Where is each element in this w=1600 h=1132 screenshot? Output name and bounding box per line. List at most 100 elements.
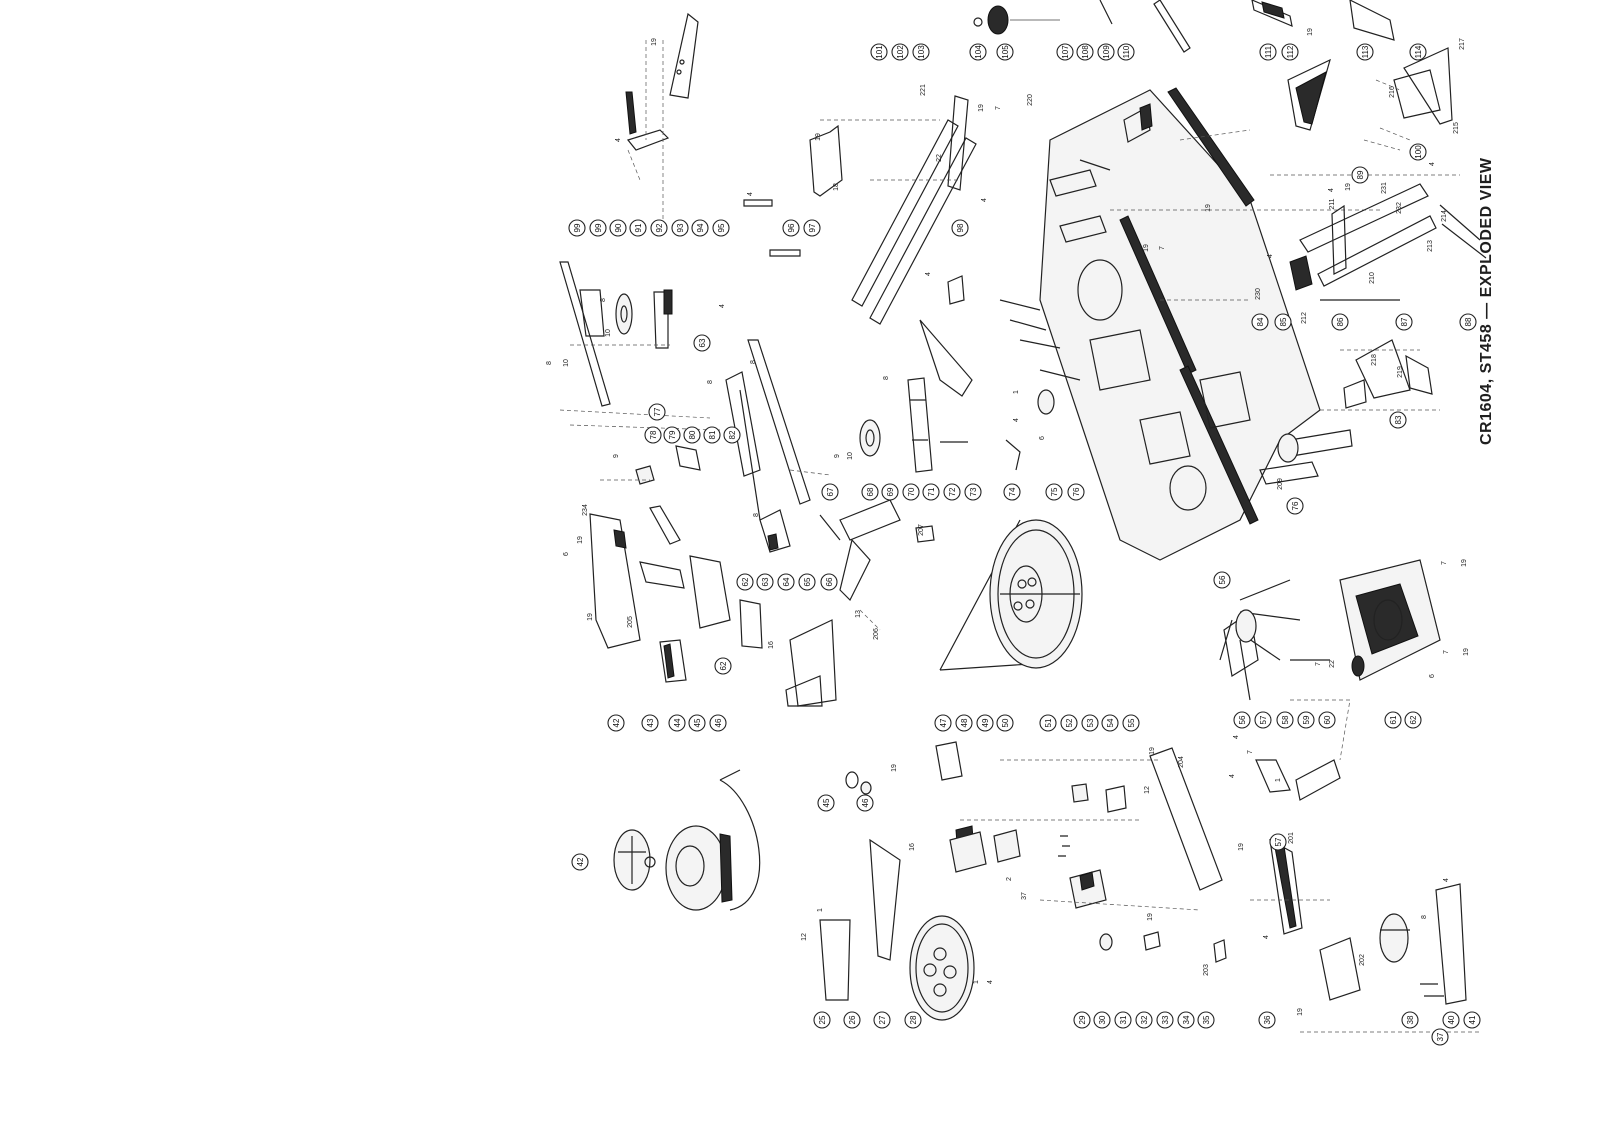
part-callout: 61 xyxy=(1384,711,1402,729)
part-label: 4 xyxy=(981,198,988,202)
callout-circle xyxy=(1003,483,1021,501)
part-callout: 101 xyxy=(870,43,888,61)
callout-circle xyxy=(820,573,838,591)
part-callout: 44 xyxy=(668,714,686,732)
callout-number: 91 xyxy=(634,223,643,232)
part-label: 219 xyxy=(1397,366,1404,378)
callout-circle xyxy=(1463,1011,1481,1029)
callout-number: 70 xyxy=(907,487,916,496)
lever-assembly-right xyxy=(1270,174,1487,411)
part-callout: 63 xyxy=(756,573,774,591)
callout-number: 102 xyxy=(896,45,905,59)
callout-number: 37 xyxy=(1436,1032,1445,1041)
callout-number: 51 xyxy=(1044,718,1053,727)
callout-circle xyxy=(1060,714,1078,732)
callout-number: 94 xyxy=(696,223,705,232)
callout-number: 99 xyxy=(573,223,582,232)
part-label: 4 xyxy=(719,304,726,308)
part-callout: 86 xyxy=(1331,313,1349,331)
callout-number: 49 xyxy=(981,718,990,727)
callout-circle xyxy=(1259,43,1277,61)
callout-circle xyxy=(1409,43,1427,61)
callout-circle xyxy=(1318,711,1336,729)
part-label: 19 xyxy=(1307,28,1314,36)
part-label: 19 xyxy=(891,764,898,772)
callout-number: 97 xyxy=(808,223,817,232)
callout-circle xyxy=(589,219,607,237)
part-callout: 87 xyxy=(1395,313,1413,331)
part-label: 214 xyxy=(1441,210,1448,222)
callout-circle xyxy=(1156,1011,1174,1029)
part-label: 215 xyxy=(1453,122,1460,134)
part-label: 9 xyxy=(613,454,620,458)
part-callout: 90 xyxy=(609,219,627,237)
callout-number: 33 xyxy=(1161,1015,1170,1024)
callout-number: 112 xyxy=(1286,45,1295,58)
callout-number: 87 xyxy=(1400,317,1409,326)
part-callout: 111 xyxy=(1259,43,1277,61)
callout-number: 57 xyxy=(1274,837,1283,846)
part-label: 18 xyxy=(833,183,840,191)
callout-number: 103 xyxy=(917,45,926,59)
callout-number: 77 xyxy=(653,407,662,416)
part-callout: 28 xyxy=(904,1011,922,1029)
callout-number: 57 xyxy=(1259,715,1268,724)
callout-number: 99 xyxy=(594,223,603,232)
callout-number: 34 xyxy=(1182,1015,1191,1024)
callout-number: 61 xyxy=(1389,715,1398,724)
callout-circle xyxy=(568,219,586,237)
callout-circle xyxy=(969,43,987,61)
callout-number: 84 xyxy=(1256,317,1265,326)
callout-number: 43 xyxy=(646,718,655,727)
clutch-drum xyxy=(613,769,761,911)
callout-circle xyxy=(1431,1028,1449,1046)
part-label: 1 xyxy=(817,908,824,912)
part-label: 22 xyxy=(936,154,943,162)
page-title: CR1604, ST458 — EXPLODED VIEW xyxy=(1478,157,1495,445)
callout-circle xyxy=(782,219,800,237)
part-callout: 57 xyxy=(1254,711,1272,729)
callout-number: 78 xyxy=(649,430,658,439)
part-label: 220 xyxy=(1027,94,1034,106)
callout-circle xyxy=(904,1011,922,1029)
callout-circle xyxy=(1409,143,1427,161)
callout-number: 30 xyxy=(1098,1015,1107,1024)
part-callout: 68 xyxy=(861,483,879,501)
callout-circle xyxy=(798,573,816,591)
callout-circle xyxy=(951,219,969,237)
callout-number: 58 xyxy=(1281,715,1290,724)
part-callout: 88 xyxy=(1459,313,1477,331)
part-label: 4 xyxy=(1233,735,1240,739)
part-callout: 99 xyxy=(568,219,586,237)
part-callout: 42 xyxy=(607,714,625,732)
part-label: 19 xyxy=(815,133,822,141)
callout-number: 75 xyxy=(1050,487,1059,496)
callout-number: 66 xyxy=(825,577,834,586)
part-label: 4 xyxy=(987,980,994,984)
callout-number: 41 xyxy=(1468,1015,1477,1024)
part-callout: 98 xyxy=(951,219,969,237)
part-label: 4 xyxy=(615,138,622,142)
part-callout: 105 xyxy=(996,43,1014,61)
callout-number: 63 xyxy=(698,338,707,347)
callout-number: 36 xyxy=(1263,1015,1272,1024)
callout-circle xyxy=(1073,1011,1091,1029)
part-label: 203 xyxy=(1203,964,1210,976)
drum-top xyxy=(973,0,1453,151)
part-label: 1 xyxy=(973,980,980,984)
motor-assembly xyxy=(1219,559,1441,801)
callout-circle xyxy=(663,426,681,444)
callout-number: 88 xyxy=(1464,317,1473,326)
part-callout: 34 xyxy=(1177,1011,1195,1029)
callout-circle xyxy=(607,714,625,732)
part-label: 4 xyxy=(1263,935,1270,939)
callout-number: 95 xyxy=(717,223,726,232)
callout-number: 59 xyxy=(1302,715,1311,724)
part-callout: 97 xyxy=(803,219,821,237)
callout-number: 114 xyxy=(1414,45,1423,58)
callout-circle xyxy=(1351,166,1369,184)
part-label: 205 xyxy=(627,616,634,628)
lever-assembly-top-left xyxy=(559,12,811,505)
